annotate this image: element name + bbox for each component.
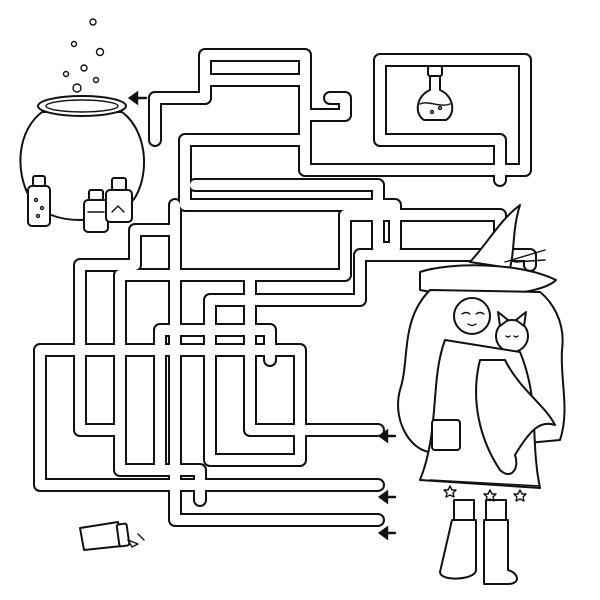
arrow-to-cauldron (127, 90, 148, 106)
witch-with-cat-icon (397, 204, 566, 585)
arrow-start-a[interactable] (377, 428, 397, 444)
spilled-jar-icon (79, 521, 145, 551)
arrow-start-b[interactable] (377, 489, 397, 505)
potion-flask-icon (416, 65, 454, 121)
arrow-start-c[interactable] (377, 525, 397, 541)
maze-paths (33, 48, 537, 527)
potion-bottles-icon (27, 175, 133, 233)
